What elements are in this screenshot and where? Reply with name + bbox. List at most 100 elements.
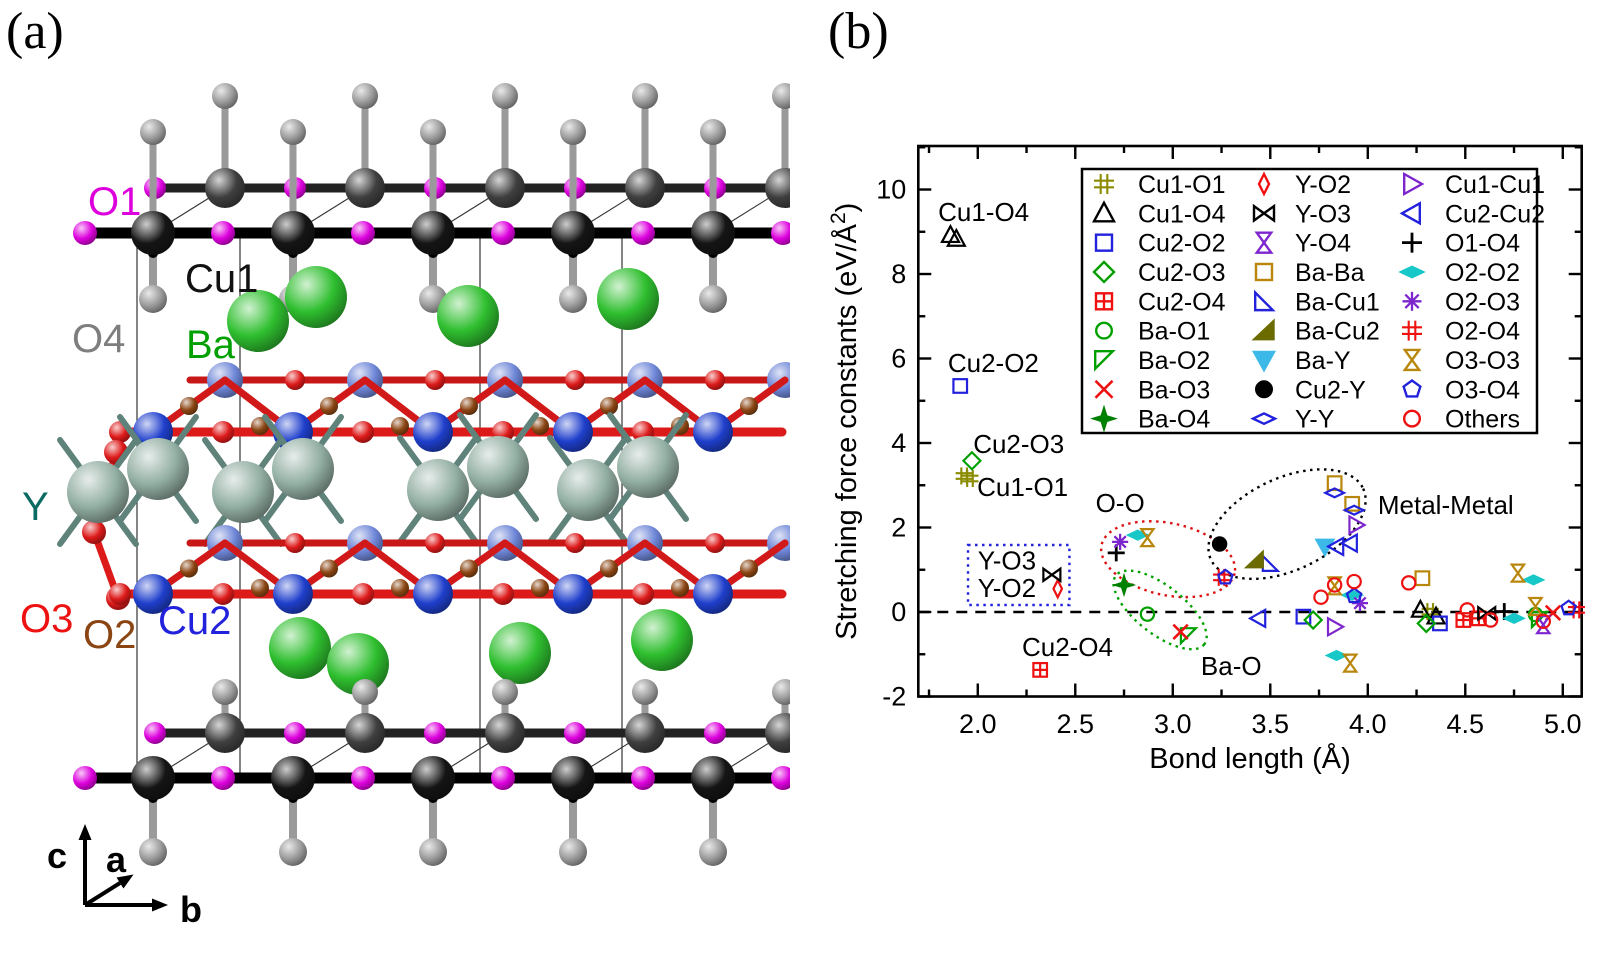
legend-item-Y-O4: Y-O4 — [1254, 230, 1351, 258]
marker-circle — [1482, 612, 1499, 628]
marker-square — [1326, 475, 1343, 492]
series-Ba-Cu2 — [1243, 549, 1264, 569]
marker-circle — [1313, 589, 1329, 605]
panel-a-letter: (a) — [6, 3, 64, 60]
marker-pentagon — [1345, 587, 1363, 604]
marker-circle — [1401, 575, 1417, 591]
marker-circle — [1402, 409, 1422, 428]
series-O2-O3 — [1112, 533, 1369, 612]
marker-star4 — [1090, 404, 1118, 433]
marker-circle — [1459, 602, 1475, 618]
legend-item-Cu1-O1: Cu1-O1 — [1094, 171, 1226, 199]
legend-label: O3-O3 — [1445, 347, 1520, 375]
legend-label: Others — [1445, 406, 1520, 434]
marker-hash — [1402, 320, 1422, 341]
legend-item-Cu1-Cu1: Cu1-Cu1 — [1402, 171, 1545, 199]
marker-triangle-left — [1325, 536, 1345, 557]
series-O2-O2 — [1125, 529, 1546, 662]
y-tick-label: -2 — [882, 682, 906, 712]
x-tick-label: 5.0 — [1544, 709, 1582, 739]
marker-triangle-left — [1399, 201, 1422, 226]
legend-item-Y-Y: Y-Y — [1250, 406, 1335, 434]
series-Others — [1313, 573, 1552, 630]
legend-label: Y-O2 — [1295, 171, 1351, 199]
x-tick-label: 3.5 — [1252, 709, 1290, 739]
marker-bowtie-v — [1509, 563, 1527, 583]
marker-h-diamond — [1398, 265, 1426, 279]
marker-triangle-right — [1402, 171, 1425, 197]
marker-square — [952, 378, 969, 394]
group-ellipse-Ba-O — [1112, 569, 1208, 651]
legend-label: Ba-O1 — [1138, 318, 1210, 346]
series-Y-O2 — [1052, 577, 1064, 600]
legend-item-Ba-O1: Ba-O1 — [1094, 318, 1210, 346]
marker-bowtie-v — [1341, 653, 1359, 673]
series-Ba-O3 — [1172, 604, 1562, 641]
x-tick-label: 4.5 — [1447, 709, 1485, 739]
marker-circle — [1326, 577, 1343, 593]
marker-diamond — [1303, 609, 1324, 631]
marker-triangle-up — [1410, 598, 1431, 618]
marker-thin-diamond — [1052, 577, 1064, 600]
marker-hash — [1094, 174, 1114, 194]
marker-triangle-ll — [1261, 553, 1281, 572]
marker-asterisk — [1112, 533, 1129, 550]
series-O3-O3 — [1139, 528, 1544, 673]
marker-triangle-right — [1348, 514, 1367, 536]
marker-square — [1254, 262, 1274, 282]
atom-label-O4: O4 — [72, 317, 125, 361]
legend-label: O1-O4 — [1445, 230, 1520, 258]
legend-label: Y-Y — [1295, 406, 1335, 434]
annotation-Cu1-O4: Cu1-O4 — [938, 197, 1029, 227]
y-tick-label: 0 — [891, 597, 906, 627]
marker-pentagon — [1560, 599, 1578, 616]
atom-label-O1: O1 — [88, 180, 141, 224]
marker-bowtie-v — [1527, 596, 1544, 617]
axis-label-c: c — [47, 835, 67, 876]
marker-h-diamond — [1502, 612, 1526, 624]
y-tick-label: 2 — [891, 513, 906, 543]
axis-label-b: b — [180, 889, 202, 930]
legend-item-Cu2-O4: Cu2-O4 — [1094, 288, 1226, 316]
marker-square-cross — [1032, 661, 1049, 678]
legend-label: Cu2-Y — [1295, 376, 1366, 404]
marker-triangle-up — [1091, 200, 1117, 223]
atom-label-Cu2: Cu2 — [158, 599, 231, 643]
marker-triangle-ul — [1093, 349, 1116, 372]
y-tick-label: 8 — [891, 259, 906, 289]
marker-thin-diamond — [1257, 171, 1271, 197]
legend-item-Y-O2: Y-O2 — [1257, 171, 1351, 199]
annotation-Cu1-O1: Cu1-O1 — [977, 472, 1068, 502]
marker-bowtie-h — [1477, 605, 1497, 622]
callout-label: Y-O2 — [978, 573, 1036, 603]
annotation-Cu2-O2: Cu2-O2 — [948, 348, 1039, 378]
panel-b-letter: (b) — [828, 3, 889, 60]
marker-triangle-left — [1339, 532, 1358, 554]
marker-h-diamond — [1250, 412, 1278, 426]
legend-label: Y-O4 — [1295, 230, 1351, 258]
legend-label: O2-O4 — [1445, 318, 1520, 346]
x-tick-label: 4.0 — [1349, 709, 1387, 739]
marker-pentagon — [1217, 568, 1234, 585]
series-Cu1-O1 — [955, 467, 1439, 621]
group-ellipse-O-O — [1099, 520, 1237, 599]
marker-circle — [1346, 573, 1362, 590]
legend-item-O3-O4: O3-O4 — [1402, 376, 1520, 404]
annotation-Cu2-O4: Cu2-O4 — [1022, 632, 1113, 662]
series-Ba-Ba — [1326, 475, 1431, 587]
legend-item-Ba-Ba: Ba-Ba — [1254, 259, 1365, 287]
series-Ba-O4 — [1111, 572, 1137, 598]
marker-bowtie-v — [1326, 576, 1343, 596]
x-axis-title: Bond length (Å) — [1149, 742, 1351, 775]
legend-label: O3-O4 — [1445, 376, 1520, 404]
marker-h-diamond — [1521, 574, 1546, 586]
legend-label: Cu2-Cu2 — [1445, 200, 1545, 228]
atom-label-Cu1: Cu1 — [185, 257, 258, 301]
series-Y-Y — [1322, 487, 1367, 516]
legend-label: Cu2-O4 — [1138, 288, 1226, 316]
legend-item-O2-O3: O2-O3 — [1402, 288, 1520, 316]
annotation-Metal-Metal: Metal-Metal — [1378, 490, 1514, 520]
legend-label: Ba-Cu1 — [1295, 288, 1380, 316]
